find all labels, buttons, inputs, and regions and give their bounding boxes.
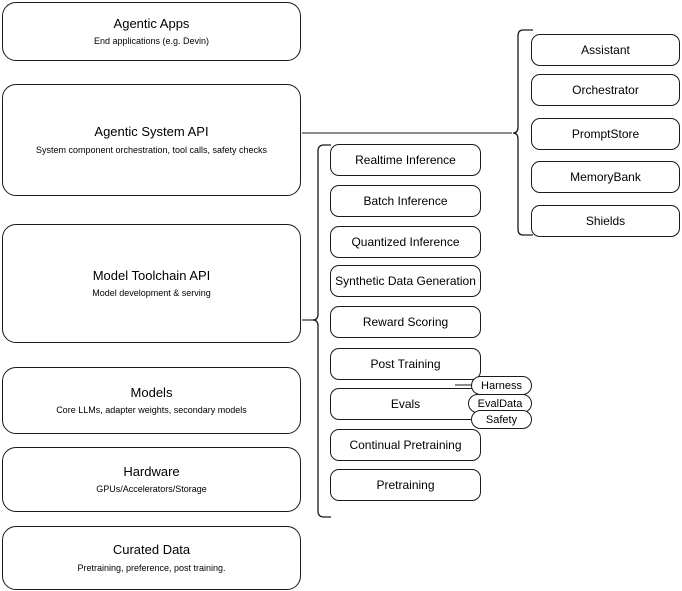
agentic-component-orchestrator[interactable]: Orchestrator	[531, 74, 680, 106]
layer-title: Hardware	[123, 463, 180, 479]
tag-label: Harness	[481, 379, 522, 392]
stack-layer-curated-data[interactable]: Curated Data Pretraining, preference, po…	[2, 526, 301, 590]
stack-layer-model-toolchain-api[interactable]: Model Toolchain API Model development & …	[2, 224, 301, 343]
component-label: Orchestrator	[572, 83, 639, 97]
toolchain-component-continual-pretraining[interactable]: Continual Pretraining	[330, 429, 481, 461]
stack-layer-agentic-system-api[interactable]: Agentic System API System component orch…	[2, 84, 301, 196]
tag-label: EvalData	[477, 397, 523, 410]
component-label: Realtime Inference	[355, 153, 456, 167]
component-label: Assistant	[581, 43, 630, 57]
agentic-component-assistant[interactable]: Assistant	[531, 34, 680, 66]
layer-subtitle: Core LLMs, adapter weights, secondary mo…	[56, 405, 247, 415]
toolchain-component-pretraining[interactable]: Pretraining	[330, 469, 481, 501]
toolchain-component-quantized-inference[interactable]: Quantized Inference	[330, 226, 481, 258]
toolchain-component-post-training[interactable]: Post Training	[330, 348, 481, 380]
layer-title: Models	[130, 384, 173, 400]
toolchain-component-batch-inference[interactable]: Batch Inference	[330, 185, 481, 217]
evals-tag-safety[interactable]: Safety	[471, 410, 532, 429]
evals-tag-evaldata[interactable]: EvalData	[468, 394, 532, 413]
component-label: PromptStore	[571, 127, 640, 141]
component-label: Synthetic Data Generation	[335, 274, 476, 288]
component-label: Reward Scoring	[362, 315, 449, 329]
stack-layer-hardware[interactable]: Hardware GPUs/Accelerators/Storage	[2, 447, 301, 512]
layer-title: Model Toolchain API	[92, 267, 211, 283]
stack-layer-agentic-apps[interactable]: Agentic Apps End applications (e.g. Devi…	[2, 2, 301, 61]
layer-subtitle: GPUs/Accelerators/Storage	[96, 484, 207, 494]
component-label: Batch Inference	[363, 194, 448, 208]
component-label: Post Training	[370, 357, 441, 371]
layer-subtitle: System component orchestration, tool cal…	[35, 144, 268, 155]
layer-subtitle: Pretraining, preference, post training.	[77, 562, 226, 573]
agentic-component-memorybank[interactable]: MemoryBank	[531, 161, 680, 193]
toolchain-component-evals[interactable]: Evals	[330, 388, 481, 420]
agentic-component-shields[interactable]: Shields	[531, 205, 680, 237]
layer-subtitle: End applications (e.g. Devin)	[93, 36, 210, 46]
component-label: Continual Pretraining	[349, 438, 462, 452]
component-label: Pretraining	[376, 478, 435, 492]
component-label: Shields	[585, 214, 626, 228]
component-label: MemoryBank	[570, 170, 641, 184]
layer-title: Agentic System API	[94, 124, 209, 140]
tag-label: Safety	[485, 413, 518, 426]
agentic-component-promptstore[interactable]: PromptStore	[531, 118, 680, 150]
layer-title: Curated Data	[112, 542, 191, 558]
stack-layer-models[interactable]: Models Core LLMs, adapter weights, secon…	[2, 367, 301, 434]
toolchain-component-reward-scoring[interactable]: Reward Scoring	[330, 306, 481, 338]
component-label: Quantized Inference	[351, 235, 460, 249]
toolchain-component-synthetic-data-generation[interactable]: Synthetic Data Generation	[330, 265, 481, 297]
layer-title: Agentic Apps	[113, 15, 190, 31]
evals-tag-harness[interactable]: Harness	[471, 376, 532, 395]
layer-subtitle: Model development & serving	[92, 288, 211, 298]
toolchain-component-realtime-inference[interactable]: Realtime Inference	[330, 144, 481, 176]
component-label: Evals	[390, 397, 421, 411]
